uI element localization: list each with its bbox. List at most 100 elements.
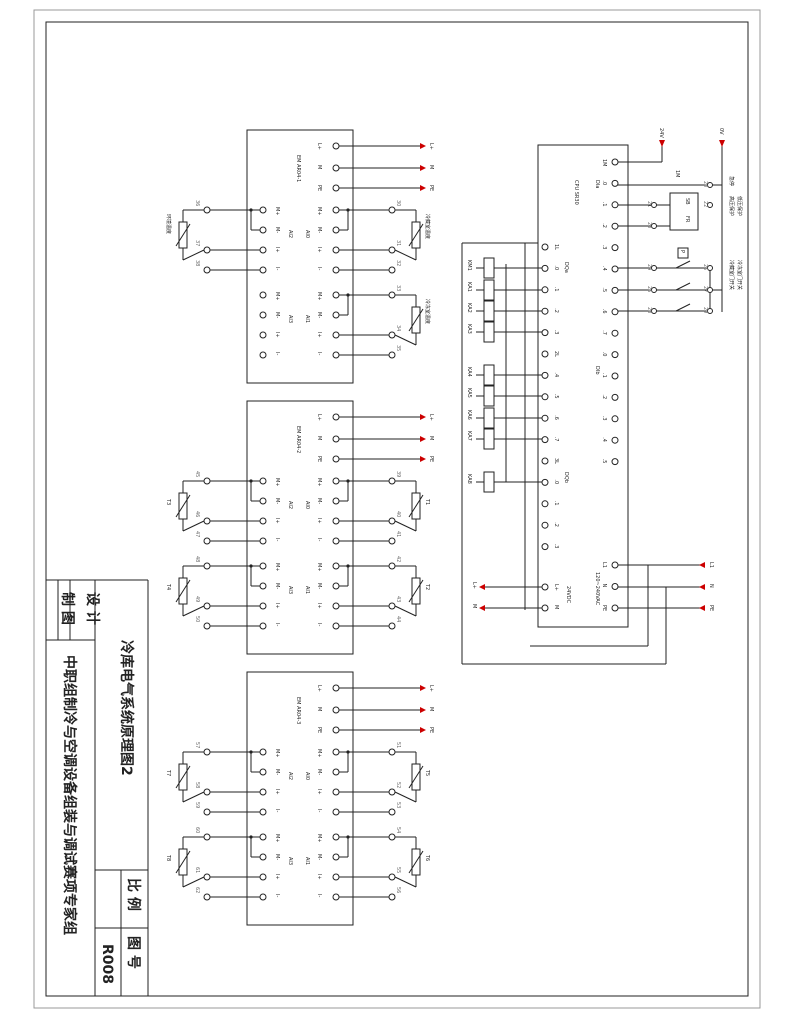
- module-supply-tag: M: [428, 436, 434, 440]
- sensor-wire: [182, 791, 205, 803]
- channel-name: AI2: [287, 772, 293, 780]
- cpu-output-terminal: [541, 307, 549, 315]
- supply-arrow: [420, 185, 426, 191]
- external-terminal: [388, 351, 396, 359]
- sensor-wire: [394, 605, 417, 617]
- cpu-output-label: .0: [553, 265, 559, 270]
- cpu-output-label: .3: [553, 330, 559, 335]
- external-terminal: [203, 833, 211, 841]
- channel-terminal-label: M+: [274, 749, 280, 758]
- cpu-dqb-label: DQb: [563, 472, 569, 483]
- external-pin-number: 46: [194, 511, 200, 517]
- channel-terminal-label: I+: [274, 789, 280, 795]
- channel-terminal: [332, 833, 340, 841]
- external-pin-number: 50: [194, 616, 200, 622]
- channel-terminal-label: I+: [274, 247, 280, 253]
- cpu-dc-terminal: [541, 604, 549, 612]
- channel-terminal-label: I-: [274, 352, 280, 355]
- relay-coil-km1: [483, 257, 495, 279]
- external-pin-number: 31: [395, 240, 401, 246]
- cpu-input-label-DIb.0: .0: [601, 352, 607, 357]
- cpu-input-label-DIa.5: .5: [601, 287, 607, 292]
- cpu-input-terminal: [611, 179, 619, 187]
- external-pin-number: 44: [395, 616, 401, 622]
- cpu-lplus-arrow: [479, 584, 485, 590]
- channel-terminal: [332, 768, 340, 776]
- channel-terminal-label: M+: [274, 563, 280, 572]
- external-pin-number: 41: [395, 531, 401, 537]
- cpu-power-label: N: [601, 584, 607, 588]
- external-pin-number: 49: [194, 596, 200, 602]
- junction-dot: [346, 750, 350, 754]
- channel-terminal: [332, 788, 340, 796]
- module-name: EM AR04-2: [295, 426, 301, 453]
- switch-pin-number: 27: [702, 286, 708, 292]
- switch-pin-number: 25: [702, 264, 708, 270]
- sensor-slash: [175, 765, 191, 789]
- junction-dot: [249, 835, 253, 839]
- cpu-section: CPU SR30 DIa DQa DIb DQb 120~240VAC 24VD…: [461, 128, 743, 665]
- module-body: [246, 671, 354, 926]
- module-supply-tag: PE: [428, 456, 434, 462]
- external-pin-number: 37: [194, 240, 200, 246]
- switch-terminal: [651, 202, 657, 208]
- channel-terminal-label: M+: [316, 207, 322, 216]
- channel-terminal: [332, 537, 340, 545]
- sensor-note: 冷冻室温度: [424, 299, 431, 324]
- cpu-input-terminal: [611, 244, 619, 252]
- cpu-input-terminal: [611, 329, 619, 337]
- cpu-output-terminal: [541, 521, 549, 529]
- channel-terminal-label: I+: [316, 332, 322, 338]
- cpu-output-label: .7: [553, 437, 559, 442]
- external-pin-number: 32: [395, 260, 401, 266]
- external-pin-number: 54: [395, 827, 401, 833]
- sensor-label: T3: [165, 498, 171, 505]
- power-in-l1: L1: [708, 562, 714, 568]
- cpu-m-arrow: [479, 605, 485, 611]
- supply-terminal: [332, 706, 340, 714]
- door-switch-contact: [675, 282, 691, 291]
- junction-dot: [249, 208, 253, 212]
- external-terminal: [388, 291, 396, 299]
- switch-terminal: [707, 182, 713, 188]
- channel-name: AI0: [304, 772, 310, 780]
- sensor-slash: [175, 494, 191, 518]
- channel-name: AI3: [287, 315, 293, 323]
- channel-terminal: [259, 266, 267, 274]
- cpu-output-label: .1: [553, 287, 559, 292]
- cpu-dqa-label: DQa: [563, 262, 569, 273]
- external-terminal: [388, 788, 396, 796]
- channel-terminal-label: I+: [316, 518, 322, 524]
- power-out-m: M: [471, 604, 477, 608]
- cpu-input-label-DIa.3: .3: [601, 245, 607, 250]
- cpu-output-terminal: [541, 329, 549, 337]
- channel-terminal-label: M-: [274, 769, 280, 775]
- module-supply-tag: L+: [428, 143, 434, 150]
- external-terminal: [203, 266, 211, 274]
- sensor-label: T8: [165, 854, 171, 861]
- external-pin-number: 53: [395, 802, 401, 808]
- channel-terminal: [259, 291, 267, 299]
- power-in-pe: PE: [708, 605, 714, 611]
- sensor-wire: [182, 249, 205, 261]
- relay-label-ka6: KA6: [466, 410, 472, 420]
- note-door1: 冷藏室门开关: [728, 260, 735, 290]
- input-tag-fr: FR: [684, 216, 690, 223]
- sensor-wire: [394, 876, 417, 888]
- channel-terminal-label: I-: [274, 809, 280, 812]
- input-tag-p: P: [679, 250, 685, 253]
- module-body: [246, 400, 354, 655]
- external-terminal: [388, 206, 396, 214]
- module-supply-tag: M: [428, 707, 434, 711]
- external-terminal: [203, 748, 211, 756]
- input-tag-sb: SB: [684, 198, 690, 205]
- cpu-input-label-DIb.1: .1: [601, 373, 607, 378]
- channel-terminal-label: M+: [316, 834, 322, 843]
- channel-terminal-label: I+: [316, 603, 322, 609]
- supply-arrow: [420, 414, 426, 420]
- relay-coil-ka6: [483, 407, 495, 429]
- channel-terminal-label: M-: [316, 312, 322, 318]
